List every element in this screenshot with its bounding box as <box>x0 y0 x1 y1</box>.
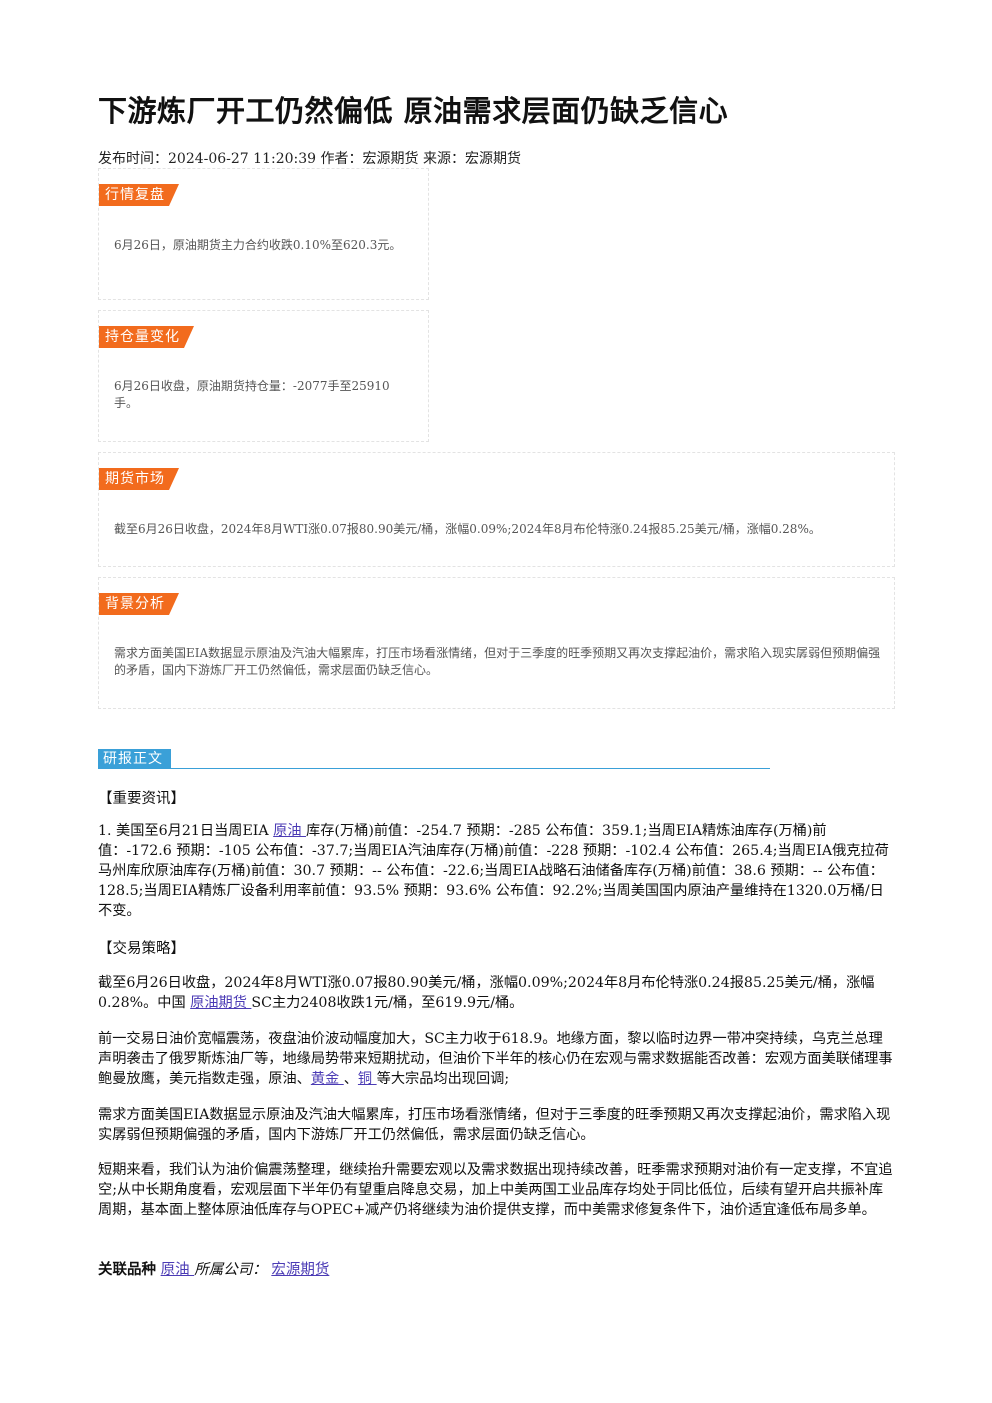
article-title: 下游炼厂开工仍然偏低 原油需求层面仍缺乏信心 <box>98 94 729 128</box>
strategy-paragraph-1: 截至6月26日收盘，2024年8月WTI涨0.07报80.90美元/桶，涨幅0.… <box>98 975 875 1011</box>
copper-link[interactable]: 铜 <box>357 1071 377 1087</box>
summary-text: 截至6月26日收盘，2024年8月WTI涨0.07报80.90美元/桶，涨幅0.… <box>114 522 821 536</box>
summary-box-futures-market: 期货市场 截至6月26日收盘，2024年8月WTI涨0.07报80.90美元/桶… <box>98 452 895 567</box>
company-label: 所属公司： <box>194 1262 267 1278</box>
strategy-paragraph-3: 需求方面美国EIA数据显示原油及汽油大幅累库，打压市场看涨情绪，但对于三季度的旺… <box>98 1107 891 1143</box>
gold-link[interactable]: 黄金 <box>310 1071 344 1087</box>
news-paragraph: 1. 美国至6月21日当周EIA 原油 库存(万桶)前值：-254.7 预期：-… <box>98 823 889 919</box>
crude-oil-link[interactable]: 原油 <box>273 823 307 839</box>
summary-box-background: 背景分析 需求方面美国EIA数据显示原油及汽油大幅累库，打压市场看涨情绪，但对于… <box>98 577 895 709</box>
summary-box-market-review: 行情复盘 6月26日，原油期货主力合约收跌0.10%至620.3元。 <box>98 168 429 300</box>
summary-text: 需求方面美国EIA数据显示原油及汽油大幅累库，打压市场看涨情绪，但对于三季度的旺… <box>114 646 881 677</box>
section-tag: 背景分析 <box>99 593 179 615</box>
summary-text: 6月26日收盘，原油期货持仓量：-2077手至25910手。 <box>114 379 390 410</box>
article-meta: 发布时间：2024-06-27 11:20:39 作者：宏源期货 来源：宏源期货 <box>98 151 521 167</box>
crude-oil-futures-link[interactable]: 原油期货 <box>190 995 252 1011</box>
company-link[interactable]: 宏源期货 <box>271 1262 330 1278</box>
section-tag: 持仓量变化 <box>99 326 194 348</box>
related-label: 关联品种 <box>98 1261 156 1278</box>
report-divider <box>98 768 770 769</box>
strategy-paragraph-2: 前一交易日油价宽幅震荡，夜盘油价波动幅度加大，SC主力收于618.9。地缘方面，… <box>98 1031 893 1087</box>
related-info: 关联品种 原油 所属公司： 宏源期货 <box>98 1258 329 1279</box>
related-crude-oil-link[interactable]: 原油 <box>160 1262 195 1278</box>
strategy-paragraph-4: 短期来看，我们认为油价偏震荡整理，继续抬升需要宏观以及需求数据出现持续改善，旺季… <box>98 1162 893 1218</box>
summary-text: 6月26日，原油期货主力合约收跌0.10%至620.3元。 <box>114 238 402 252</box>
news-heading: 【重要资讯】 <box>98 791 185 807</box>
strategy-heading: 【交易策略】 <box>98 941 185 957</box>
section-tag: 期货市场 <box>99 468 179 490</box>
summary-box-open-interest: 持仓量变化 6月26日收盘，原油期货持仓量：-2077手至25910手。 <box>98 310 429 442</box>
section-tag: 行情复盘 <box>99 184 179 206</box>
report-body-tag: 研报正文 <box>98 749 171 769</box>
